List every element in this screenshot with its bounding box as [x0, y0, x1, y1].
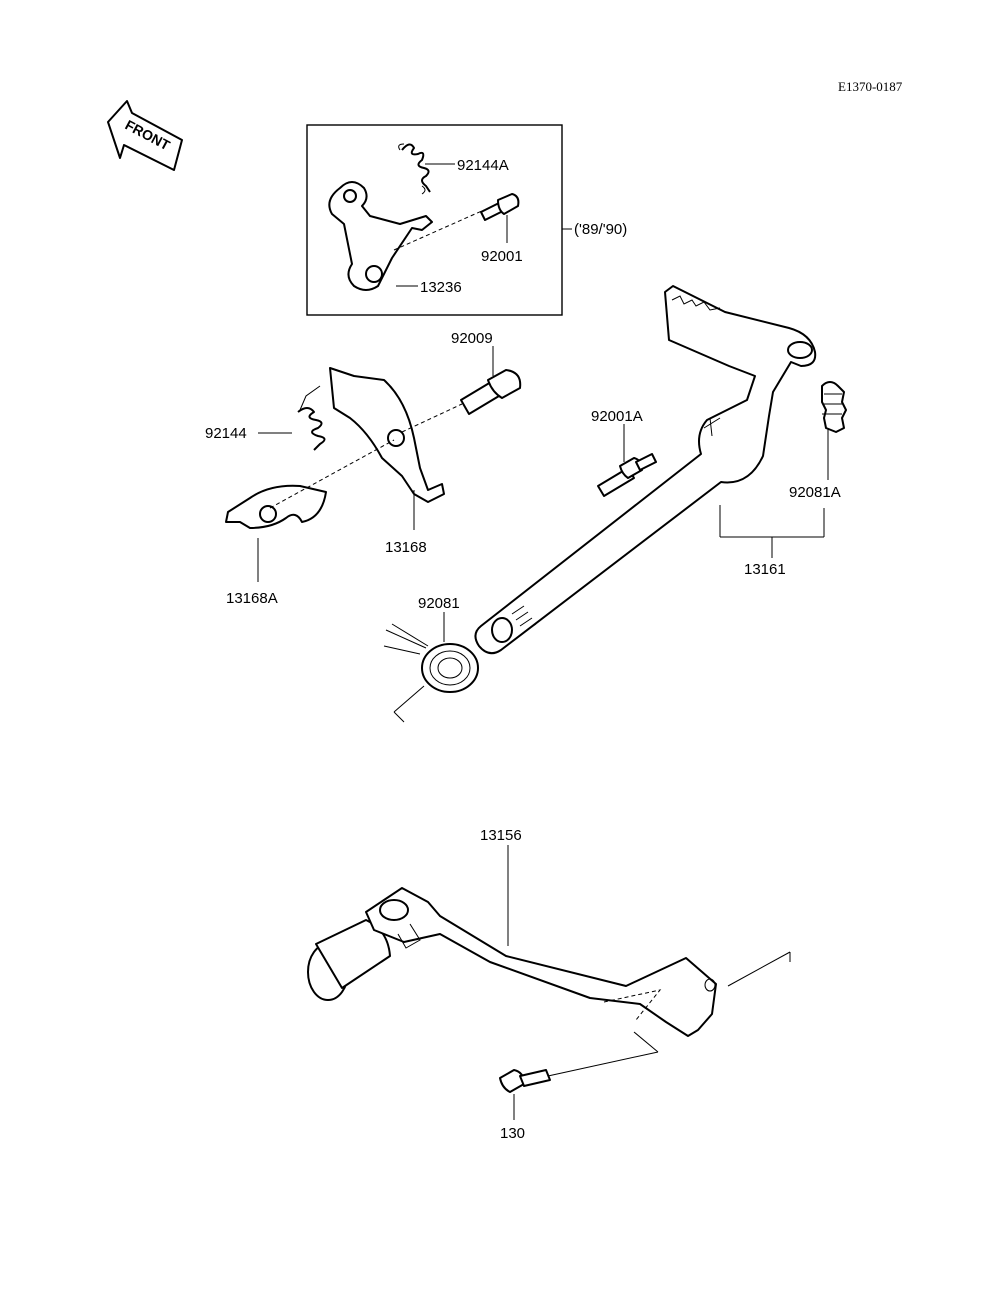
label-13168a: 13168A	[226, 590, 278, 607]
label-92144: 92144	[205, 425, 247, 442]
reference-code: E1370-0187	[838, 79, 903, 94]
label-13156: 13156	[480, 827, 522, 844]
label-92001a: 92001A	[591, 408, 643, 425]
arm-13236	[328, 181, 485, 291]
spring-92081	[383, 612, 479, 723]
label-92081a: 92081A	[789, 484, 841, 501]
front-arrow-icon: FRONT	[107, 100, 183, 171]
label-13161: 13161	[744, 561, 786, 578]
label-92081: 92081	[418, 595, 460, 612]
spring-92144a	[398, 143, 455, 195]
label-92001: 92001	[481, 248, 523, 265]
bolt-92001	[480, 193, 520, 243]
arm-13168	[329, 367, 463, 530]
spring-92081a	[821, 381, 847, 480]
label-13168: 13168	[385, 539, 427, 556]
arm-13168a	[225, 439, 395, 582]
label-13236: 13236	[420, 279, 462, 296]
inset-box	[306, 124, 563, 316]
shaft-13161	[474, 285, 825, 655]
label-130: 130	[500, 1125, 525, 1142]
bolt-92009	[460, 346, 522, 415]
label-92144a: 92144A	[457, 157, 509, 174]
label-92009: 92009	[451, 330, 493, 347]
inset-note: ('89/'90)	[574, 221, 627, 238]
spring-92144	[258, 385, 326, 451]
pin-92001a	[597, 424, 657, 497]
pedal-13156	[307, 845, 791, 1037]
bolt-130	[499, 1031, 659, 1120]
